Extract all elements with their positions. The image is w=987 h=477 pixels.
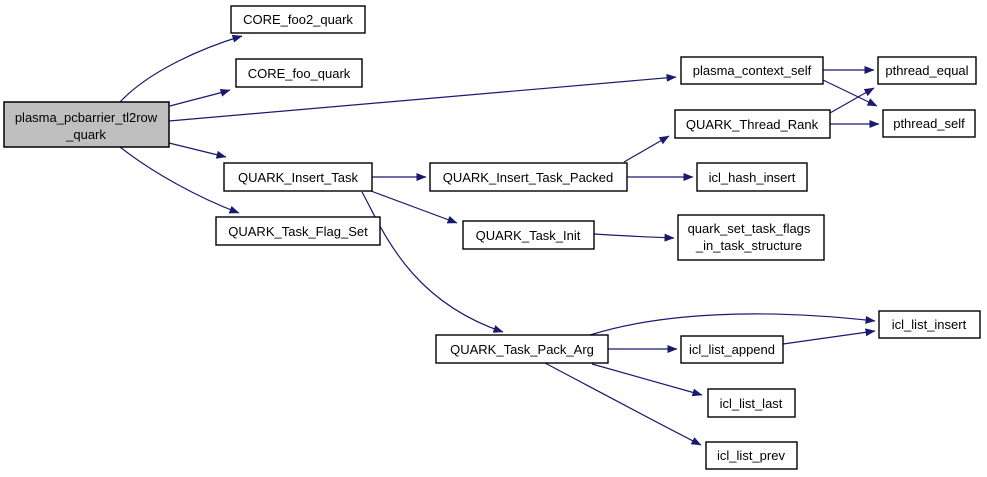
edge-pack-arg-to-icl-list-last [591,363,703,397]
edge-task-init-to-set-task-flags [593,233,675,242]
node-core-foo2-quark[interactable]: CORE_foo2_quark [230,5,366,34]
node-quark-set-task-flags-in-task-structure[interactable]: quark_set_task_flags _in_task_structure [677,214,825,261]
node-label: icl_list_insert [892,317,967,332]
node-plasma-context-self[interactable]: plasma_context_self [680,56,824,85]
node-label: QUARK_Insert_Task_Packed [443,170,614,185]
edge-root-to-core-foo2-quark [119,34,243,103]
edge-quark-insert-task-to-task-init [370,190,458,224]
node-label: pthread_self [893,116,965,131]
nodes: plasma_pcbarrier_tl2row _quark CORE_foo2… [3,5,981,470]
edge-plasma-context-self-to-pthread-self [822,79,878,107]
node-label: QUARK_Insert_Task [238,170,358,185]
node-label: icl_list_last [720,396,783,411]
node-label: QUARK_Thread_Rank [686,117,819,132]
node-quark-task-flag-set[interactable]: QUARK_Task_Flag_Set [215,216,381,246]
node-quark-thread-rank[interactable]: QUARK_Thread_Rank [674,109,831,139]
node-label: _in_task_structure [695,238,802,253]
node-icl-list-prev[interactable]: icl_list_prev [705,441,798,470]
node-label: quark_set_task_flags [688,221,811,236]
node-label: QUARK_Task_Init [476,228,581,243]
node-label: CORE_foo2_quark [243,12,353,27]
edge-root-to-quark-insert-task [168,142,227,159]
node-icl-list-append[interactable]: icl_list_append [680,335,784,364]
node-pthread-equal[interactable]: pthread_equal [877,56,977,85]
node-quark-task-pack-arg[interactable]: QUARK_Task_Pack_Arg [435,334,609,364]
edges [119,34,880,446]
node-quark-task-init[interactable]: QUARK_Task_Init [462,220,595,250]
edge-root-to-plasma-context-self [168,73,677,122]
node-label: plasma_pcbarrier_tl2row [15,110,158,125]
node-quark-insert-task[interactable]: QUARK_Insert_Task [223,162,373,192]
node-label: pthread_equal [885,63,968,78]
node-pthread-self[interactable]: pthread_self [882,109,976,138]
edge-packed-to-quark-thread-rank [623,135,670,163]
edge-quark-thread-rank-to-pthread-equal [829,87,875,114]
node-core-foo-quark[interactable]: CORE_foo_quark [235,58,363,88]
node-plasma-pcbarrier-tl2row-quark: plasma_pcbarrier_tl2row _quark [3,101,170,148]
node-label: QUARK_Task_Flag_Set [228,224,368,239]
edge-icl-list-append-to-icl-list-insert [782,328,876,345]
edge-root-to-quark-task-flag-set [119,146,240,214]
edge-pack-arg-to-icl-list-prev [544,362,702,446]
node-label: QUARK_Task_Pack_Arg [450,342,594,357]
node-label: icl_hash_insert [709,170,796,185]
node-label: icl_list_append [689,342,775,357]
node-quark-insert-task-packed[interactable]: QUARK_Insert_Task_Packed [429,162,628,192]
edge-pack-arg-to-icl-list-insert [589,313,876,336]
edge-quark-insert-task-to-pack-arg [361,191,504,333]
node-label: _quark [65,127,106,142]
node-icl-hash-insert[interactable]: icl_hash_insert [696,162,808,192]
node-icl-list-last[interactable]: icl_list_last [707,388,796,418]
node-label: plasma_context_self [693,63,812,78]
edge-root-to-core-foo-quark [169,88,231,107]
node-label: icl_list_prev [717,448,785,463]
node-label: CORE_foo_quark [248,66,351,81]
node-icl-list-insert[interactable]: icl_list_insert [878,310,981,339]
